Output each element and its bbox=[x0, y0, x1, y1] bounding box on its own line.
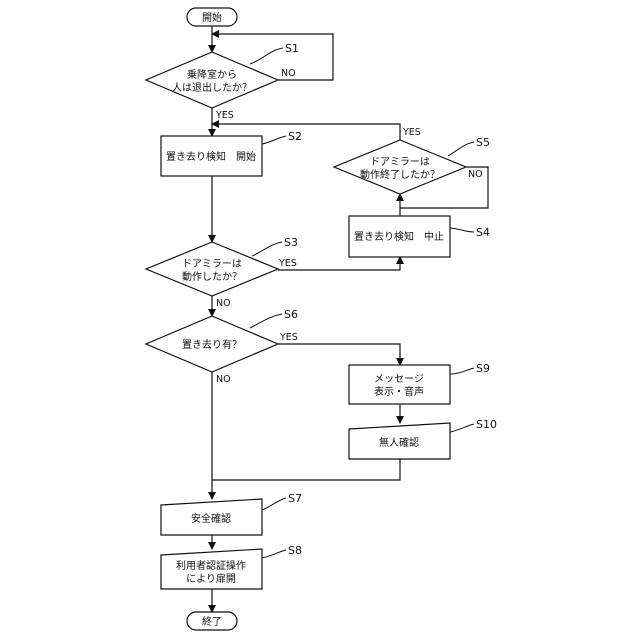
step-s8: S8 bbox=[288, 544, 302, 557]
end-terminal: 終了 bbox=[187, 612, 237, 630]
s8-text-line2: により扉開 bbox=[186, 572, 236, 585]
label-s1-yes: YES bbox=[215, 110, 234, 121]
step-s5: S5 bbox=[476, 136, 490, 149]
s10-text: 無人確認 bbox=[379, 436, 419, 449]
s4-text: 置き去り検知 中止 bbox=[354, 230, 444, 243]
step-s3: S3 bbox=[284, 236, 298, 249]
s5-text-line1: ドアミラーは bbox=[370, 156, 430, 168]
leader-s9 bbox=[450, 368, 474, 374]
manual-input-s7: 安全確認 bbox=[161, 499, 262, 535]
edge-s6-s9 bbox=[278, 344, 400, 365]
decision-s5: ドアミラーは 動作終了したか？ bbox=[334, 140, 466, 194]
step-s9: S9 bbox=[476, 362, 490, 375]
s9-text-line2: 表示・音声 bbox=[374, 385, 424, 398]
start-terminal: 開始 bbox=[187, 8, 237, 26]
s3-text-line1: ドアミラーは bbox=[182, 258, 242, 270]
leader-s2 bbox=[262, 136, 286, 144]
s5-text-line2: 動作終了したか？ bbox=[360, 168, 440, 181]
step-s6: S6 bbox=[284, 308, 298, 321]
process-s4: 置き去り検知 中止 bbox=[349, 216, 450, 257]
s2-text: 置き去り検知 開始 bbox=[166, 150, 256, 163]
label-s1-no: NO bbox=[281, 68, 296, 79]
label-s5-yes: YES bbox=[402, 127, 421, 138]
label-s6-yes: YES bbox=[279, 332, 298, 343]
leader-s10 bbox=[450, 424, 474, 432]
label-s3-no: NO bbox=[216, 298, 231, 309]
leader-s1 bbox=[250, 48, 283, 64]
step-s7: S7 bbox=[288, 492, 302, 505]
s1-text-line1: 乗降室から bbox=[187, 68, 237, 81]
leader-s3 bbox=[252, 242, 282, 256]
s7-text: 安全確認 bbox=[191, 512, 231, 525]
s1-text-line2: 人は退出したか？ bbox=[172, 81, 252, 94]
step-s10: S10 bbox=[476, 418, 497, 431]
edge-s10-join bbox=[212, 459, 400, 480]
start-text: 開始 bbox=[202, 11, 222, 24]
s6-text: 置き去り有？ bbox=[182, 338, 242, 351]
manual-input-s8: 利用者認証操作 により扉開 bbox=[161, 549, 262, 589]
label-s6-no: NO bbox=[216, 374, 231, 385]
step-s2: S2 bbox=[288, 130, 302, 143]
decision-s6: 置き去り有？ bbox=[146, 316, 278, 372]
label-s3-yes: YES bbox=[278, 258, 297, 269]
manual-input-s10: 無人確認 bbox=[349, 423, 450, 459]
label-s5-no: NO bbox=[468, 169, 483, 180]
step-s1: S1 bbox=[285, 42, 299, 55]
leader-s8 bbox=[262, 550, 286, 558]
s9-text-line1: メッセージ bbox=[374, 373, 424, 385]
decision-s3: ドアミラーは 動作したか？ bbox=[146, 242, 278, 296]
process-s9: メッセージ 表示・音声 bbox=[349, 365, 450, 404]
s8-text-line1: 利用者認証操作 bbox=[176, 559, 246, 572]
s3-text-line2: 動作したか？ bbox=[182, 270, 242, 283]
leader-s5 bbox=[448, 142, 474, 156]
leader-s4 bbox=[449, 228, 474, 232]
end-text: 終了 bbox=[202, 615, 222, 628]
process-s2: 置き去り検知 開始 bbox=[161, 136, 262, 176]
step-s4: S4 bbox=[476, 226, 490, 239]
leader-s6 bbox=[250, 314, 282, 328]
leader-s7 bbox=[262, 498, 286, 510]
